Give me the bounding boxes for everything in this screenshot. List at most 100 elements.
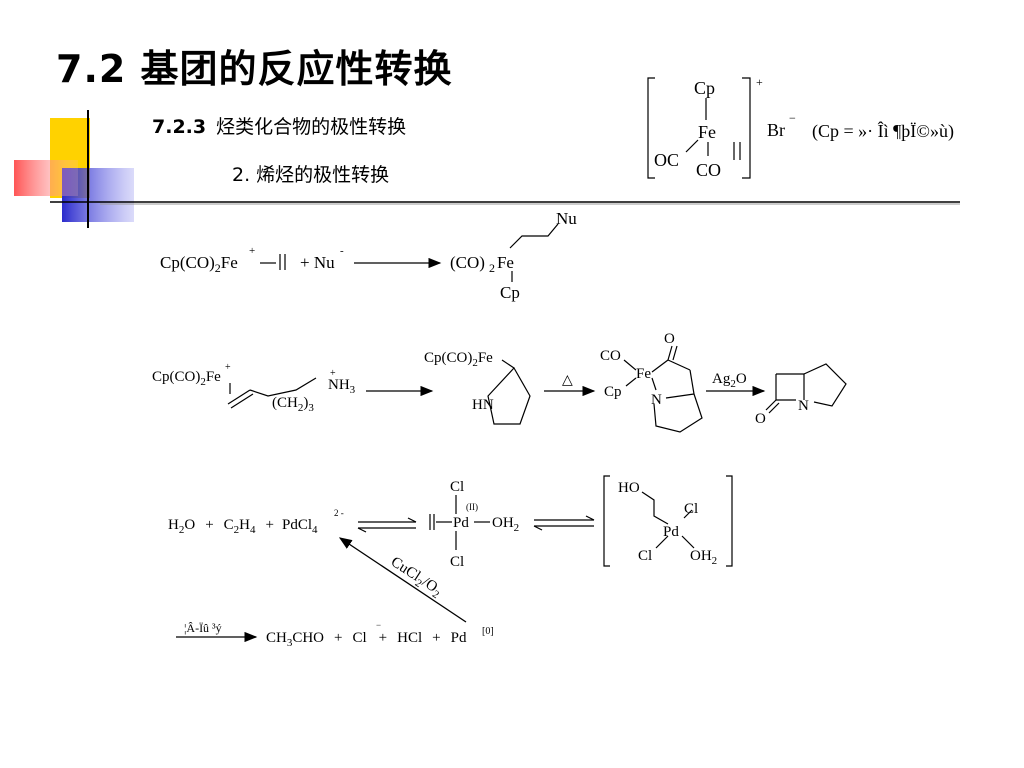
r3-cl-bot: Cl	[450, 554, 464, 570]
r2-int2-co: CO	[600, 348, 621, 364]
r2-nh3-sub: 3	[350, 384, 356, 396]
r3-p-cho: CHO	[292, 630, 324, 646]
r2-chain	[249, 377, 317, 397]
r2-product-o: O	[755, 411, 766, 427]
decorative-squares	[14, 110, 134, 228]
r3-p-cl: Cl	[352, 630, 366, 646]
r3-elimination-label: ¦Â-Ïû ³ý	[184, 621, 222, 635]
r2-reagent: Ag	[712, 371, 731, 387]
r2-ch2: (CH	[272, 395, 298, 411]
section-heading: 7.2.3 烃类化合物的极性转换	[152, 112, 406, 139]
r3-p-pd-ox: [0]	[482, 626, 494, 637]
r3-cucl-o-sub: 2	[430, 588, 441, 601]
r3-equilibrium-2	[533, 515, 595, 531]
svg-text:CuCl2/O2: CuCl2/O2	[386, 554, 445, 601]
svg-text:CH3CHO+Cl+HCl+Pd: CH3CHO+Cl+HCl+Pd	[266, 630, 467, 649]
reaction-3: H2O+C2H4+PdCl4 2 - Cl (II) Pd OH2 Cl	[168, 475, 733, 649]
r3-plus2: +	[266, 517, 274, 533]
r1-product-cp: Cp	[500, 283, 520, 302]
r1-product-sub: 2	[489, 261, 495, 275]
r1-product-fe: Fe	[497, 253, 514, 272]
r3-oh: OH	[492, 515, 514, 531]
iron-complex	[647, 77, 751, 179]
r2-int2-cp: Cp	[604, 384, 622, 400]
r2-alkene-1	[227, 389, 251, 405]
r3-oh-sub: 2	[514, 522, 520, 534]
complex-charge: +	[756, 75, 763, 89]
svg-text:H2O+C2H4+PdCl4: H2O+C2H4+PdCl4	[168, 517, 318, 536]
bracket-right	[742, 77, 751, 179]
r3-regeneration-arrow	[338, 537, 467, 623]
complex-cp-note: (Cp = »· Îì ¶þÏ©»ù)	[812, 120, 954, 142]
r3-br-pd: Pd	[663, 524, 679, 540]
r3-p-plus1: +	[334, 630, 342, 646]
r3-pd: Pd	[453, 515, 469, 531]
complex-br-charge: −	[789, 111, 796, 125]
section-number: 7.2.3	[152, 116, 207, 138]
r3-p-ch3: CH	[266, 630, 287, 646]
r1-nu-charge: -	[340, 245, 344, 257]
section-title: 烃类化合物的极性转换	[216, 116, 407, 138]
r3-h2o-o: O	[184, 517, 195, 533]
bracket-left	[647, 77, 655, 179]
r1-fe-charge: +	[249, 245, 255, 257]
complex-co: CO	[696, 160, 721, 180]
r2-int1-cp: Cp(CO)	[424, 350, 472, 366]
r3-cucl-sub: 2	[413, 577, 424, 590]
svg-text:NH3: NH3	[328, 377, 356, 396]
r2-reagent-o: O	[736, 371, 747, 387]
r2-int1-sub: 2	[472, 357, 478, 369]
r2-int2-n: N	[651, 392, 662, 408]
r2-nh3: NH	[328, 377, 350, 393]
svg-text:Cp(CO)2Fe: Cp(CO)2Fe	[160, 253, 238, 275]
r3-h: H	[239, 517, 250, 533]
complex-br: Br	[767, 120, 785, 140]
r2-int2-bonds	[623, 345, 703, 433]
r3-h2o-sub: 2	[179, 524, 185, 536]
r2-product-ring	[765, 363, 847, 414]
r1-plus-nu: + Nu	[300, 253, 335, 272]
r2-reagent-sub: 2	[730, 378, 736, 390]
svg-text:OH2: OH2	[690, 548, 717, 567]
r3-pdcl-sub: 4	[312, 524, 318, 536]
r2-nh3-charge: +	[330, 368, 336, 379]
r1-product-co: (CO)	[450, 253, 485, 272]
r3-c: C	[224, 517, 234, 533]
r3-p-pd: Pd	[451, 630, 467, 646]
r3-c-sub: 2	[234, 524, 240, 536]
r3-pdcl-charge: 2 -	[334, 508, 344, 518]
r2-charge: +	[225, 362, 231, 373]
svg-text:Cp(CO)2Fe: Cp(CO)2Fe	[152, 369, 221, 388]
r3-br-oh: OH	[690, 548, 712, 564]
svg-text:OH2: OH2	[492, 515, 519, 534]
bond-fe-oc	[685, 139, 699, 153]
r1-product-nu: Nu	[556, 209, 577, 228]
r2-alkene-2	[230, 393, 254, 409]
r2-int1-hn: HN	[472, 397, 494, 413]
r1-reactant: Cp(CO)	[160, 253, 215, 272]
r3-cl-top: Cl	[450, 479, 464, 495]
r3-br-cl1: Cl	[684, 501, 698, 517]
r2-cp: Cp(CO)	[152, 369, 200, 385]
r2-ch2-close: )	[303, 395, 308, 411]
r2-ch2-n: 3	[308, 402, 314, 414]
iron-complex-labels: Cp + Fe OC CO Br − (Cp = »· Îì ¶þÏ©»ù)	[654, 75, 954, 180]
r1-sub2: 2	[215, 261, 221, 275]
r3-bracket-complex	[603, 475, 733, 567]
r1-fe: Fe	[221, 253, 238, 272]
r3-p-plus3: +	[432, 630, 440, 646]
svg-text:Ag2O: Ag2O	[712, 371, 747, 390]
complex-oc: OC	[654, 150, 679, 170]
reaction-2: Cp(CO)2Fe + (CH2)3 NH3 + Cp(CO)2Fe HN △ …	[152, 331, 847, 433]
r3-pdcl: PdCl	[282, 517, 312, 533]
red-square	[14, 160, 78, 196]
r2-int1-ring	[487, 366, 531, 425]
complex-cp: Cp	[694, 78, 715, 98]
complex-fe: Fe	[698, 122, 716, 142]
r2-heat: △	[562, 373, 573, 388]
r2-int2-o: O	[664, 331, 675, 347]
r3-br-ho: HO	[618, 480, 640, 496]
